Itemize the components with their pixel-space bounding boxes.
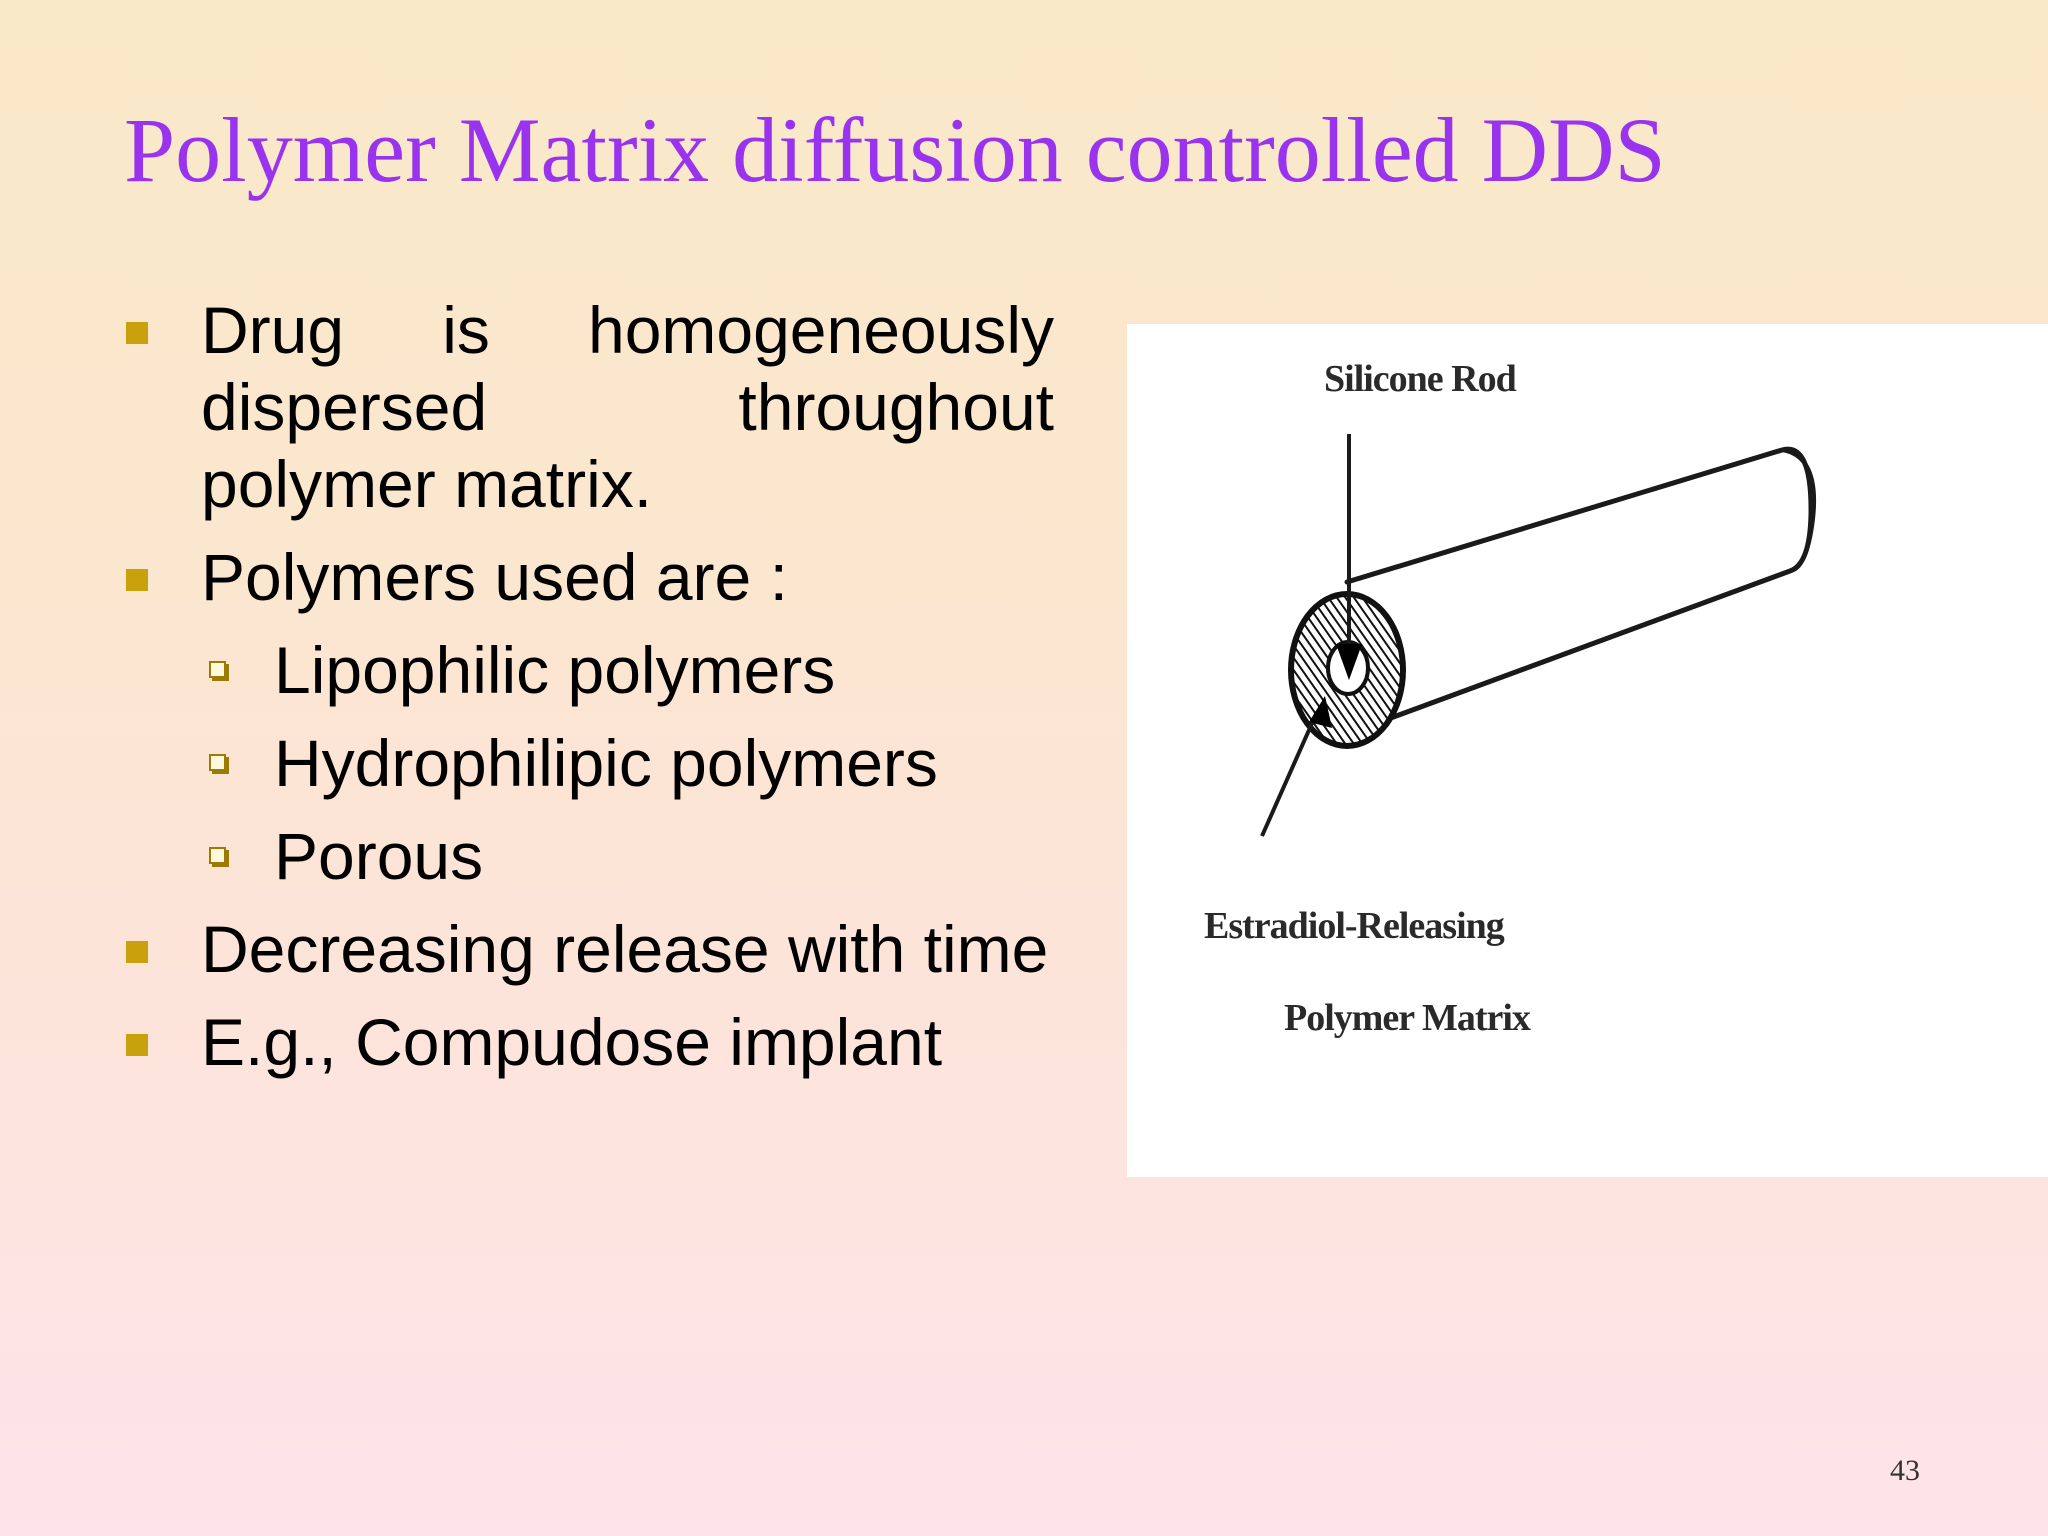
- sub-bullet-list: Lipophilic polymers Hydrophilipic polyme…: [201, 632, 1054, 895]
- silicone-rod-arrowhead: [1336, 644, 1362, 680]
- bullet-item-decreasing-release: Decreasing release with time: [124, 911, 1054, 988]
- silicone-rod-diagram: [1260, 434, 1816, 837]
- square-bullet-icon: [126, 1034, 148, 1056]
- bullet-text: E.g., Compudose implant: [201, 1005, 943, 1079]
- square-bullet-icon: [126, 569, 148, 591]
- sub-bullet-text: Hydrophilipic polymers: [274, 726, 938, 800]
- bullet-item-example: E.g., Compudose implant: [124, 1004, 1054, 1081]
- slide-number: 43: [1890, 1454, 1920, 1487]
- silicone-rod-figure: Silicone Rod Estradiol-Releasing Polymer…: [1127, 324, 2048, 1177]
- sub-bullet-item-hydrophilipic: Hydrophilipic polymers: [201, 725, 1054, 802]
- polymer-matrix-arrow-line: [1260, 711, 1319, 837]
- hollow-square-bullet-icon: [209, 754, 226, 771]
- sub-bullet-text: Porous: [274, 819, 484, 893]
- hollow-square-bullet-icon: [209, 847, 226, 864]
- sub-bullet-text: Lipophilic polymers: [274, 633, 836, 707]
- slide-title: Polymer Matrix diffusion controlled DDS: [124, 99, 1666, 201]
- polymer-matrix-arrowhead: [1309, 696, 1332, 728]
- rod-end-cap: [1781, 448, 1816, 573]
- silicone-rod-label: Silicone Rod: [1324, 358, 1517, 400]
- bullet-item-drug-dispersed: Drug is homogeneously dispersed througho…: [124, 292, 1054, 523]
- polymer-matrix-label: Polymer Matrix: [1284, 997, 1531, 1039]
- bullet-text: Drug is homogeneously dispersed througho…: [201, 293, 1054, 521]
- bullet-text: Polymers used are :: [201, 540, 788, 614]
- sub-bullet-item-porous: Porous: [201, 818, 1054, 895]
- sub-bullet-item-lipophilic: Lipophilic polymers: [201, 632, 1054, 709]
- square-bullet-icon: [126, 941, 148, 963]
- estradiol-releasing-label: Estradiol-Releasing: [1204, 905, 1505, 947]
- bullet-text: Decreasing release with time: [201, 912, 1049, 986]
- hollow-square-bullet-icon: [209, 661, 226, 678]
- bullet-item-polymers-used: Polymers used are : Lipophilic polymers …: [124, 539, 1054, 895]
- bullet-list: Drug is homogeneously dispersed througho…: [124, 292, 1054, 1081]
- rod-body: [1344, 446, 1814, 729]
- square-bullet-icon: [126, 322, 148, 344]
